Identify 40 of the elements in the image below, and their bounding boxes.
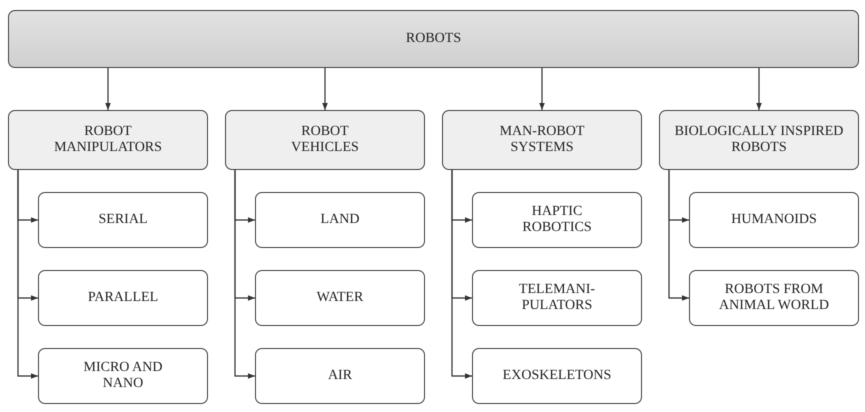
node-label: HAPTIC ROBOTICS: [521, 204, 593, 236]
node-label: AIR: [328, 368, 352, 384]
node-label: SERIAL: [98, 212, 148, 228]
category-box: [659, 110, 859, 170]
node-label: BIOLOGICALLY INSPIRED ROBOTS: [674, 124, 844, 156]
subcategory-box: [472, 348, 642, 404]
node-label: PARALLEL: [88, 290, 158, 306]
arrow: [539, 68, 545, 110]
category-box: [8, 110, 208, 170]
category-box: [442, 110, 642, 170]
subcategory-box: [38, 270, 208, 326]
subcategory-box: [689, 270, 859, 326]
node-label: ROBOTS: [406, 30, 462, 48]
arrow: [756, 68, 762, 110]
subcategory-box: [472, 192, 642, 248]
node-label: ROBOTS FROM ANIMAL WORLD: [718, 282, 830, 314]
arrow: [105, 68, 111, 110]
node-label: MICRO AND NANO: [82, 360, 164, 392]
root-box: [8, 10, 859, 68]
node-label: MAN-ROBOT SYSTEMS: [498, 124, 586, 156]
subcategory-box: [689, 192, 859, 248]
node-label: TELEMANI- PULATORS: [518, 282, 596, 314]
node-label: HUMANOIDS: [731, 212, 817, 228]
subcategory-box: [472, 270, 642, 326]
subcategory-box: [255, 270, 425, 326]
node-label: LAND: [320, 212, 360, 228]
subcategory-box: [38, 192, 208, 248]
arrow: [322, 68, 328, 110]
node-label: WATER: [316, 290, 364, 306]
arrow: [668, 170, 689, 301]
arrow: [451, 170, 472, 379]
subcategory-box: [255, 348, 425, 404]
arrow: [17, 170, 38, 379]
node-label: ROBOT VEHICLES: [290, 124, 360, 156]
arrow: [234, 170, 255, 379]
subcategory-box: [255, 192, 425, 248]
category-box: [225, 110, 425, 170]
subcategory-box: [38, 348, 208, 404]
node-label: EXOSKELETONS: [502, 368, 612, 384]
node-label: ROBOT MANIPULATORS: [53, 124, 163, 156]
